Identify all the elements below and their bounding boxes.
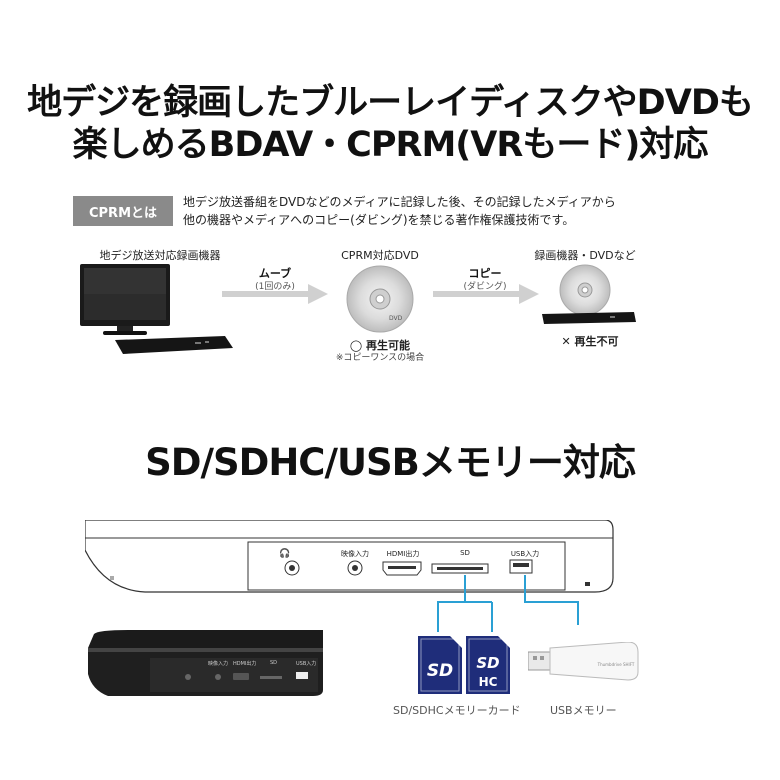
small-port-usb: USB入力	[296, 661, 317, 667]
cprm-desc-line-1: 地デジ放送番組をDVDなどのメディアに記録した後、その記録したメディアから	[183, 195, 616, 209]
copy-sub: (ダビング)	[463, 282, 507, 292]
usb-stick-icon: Thumbdrive SHIFT	[528, 642, 639, 681]
source-device-label: 地デジ放送対応録画機器	[99, 249, 221, 262]
sd-media-label: SD/SDHCメモリーカード	[393, 704, 521, 717]
tv-recorder-illustration	[80, 264, 233, 354]
dvd-disc-icon: DVD	[346, 265, 414, 333]
sdhc-card-icon: SD HC	[466, 636, 510, 694]
player-side-panel: 🎧	[85, 520, 614, 593]
port-label-video: 映像入力	[341, 550, 369, 558]
cprm-desc-line-2: 他の機器やメディアへのコピー(ダビング)を禁じる著作権保護技術です。	[183, 213, 575, 227]
player-photo	[88, 630, 323, 696]
small-port-video: 映像入力	[208, 661, 229, 667]
port-label-usb: USB入力	[510, 550, 540, 558]
connector-lines	[437, 575, 579, 632]
sd-card-icon: SD	[418, 636, 462, 694]
headline-sd-usb: SD/SDHC/USBメモリー対応	[145, 441, 636, 484]
usb-media-label: USBメモリー	[550, 704, 617, 717]
target-recorder-box	[542, 312, 636, 324]
target-device-label: 録画機器・DVDなど	[534, 249, 636, 262]
move-arrow	[222, 284, 328, 304]
headline-line-2: 楽しめるBDAV・CPRM(VRもード)対応	[72, 125, 709, 165]
sdhc-card-text: SD	[476, 654, 499, 672]
small-port-hdmi: HDMI出力	[233, 661, 257, 667]
cprm-badge: CPRMとは	[73, 196, 173, 226]
copy-label: コピー	[468, 267, 502, 280]
cprm-description: 地デジ放送番組をDVDなどのメディアに記録した後、その記録したメディアから 他の…	[183, 193, 663, 229]
usb-brand-text: Thumbdrive SHIFT	[597, 662, 635, 667]
playable-label: ◯ 再生可能	[349, 339, 411, 352]
cprm-dvd-label: CPRM対応DVD	[341, 249, 419, 262]
target-device-illustration	[542, 264, 636, 324]
recorder-box	[115, 336, 233, 354]
port-label-hdmi: HDMI出力	[386, 550, 420, 558]
copy-arrow	[433, 284, 539, 304]
port-label-sd: SD	[460, 549, 470, 557]
headline-line-1: 地デジを録画したブルーレイディスクやDVDも	[27, 83, 754, 123]
playable-note: ※コピーワンスの場合	[335, 353, 425, 363]
not-playable-label: ✕ 再生不可	[561, 335, 619, 348]
sd-card-text: SD	[427, 661, 453, 681]
sdhc-card-hc-text: HC	[479, 675, 498, 689]
move-label: ムーブ	[258, 267, 292, 280]
headphone-icon: 🎧	[279, 547, 290, 559]
small-port-sd: SD	[270, 660, 278, 666]
move-sub: (1回のみ)	[255, 282, 295, 292]
svg-text:DVD: DVD	[389, 315, 403, 322]
